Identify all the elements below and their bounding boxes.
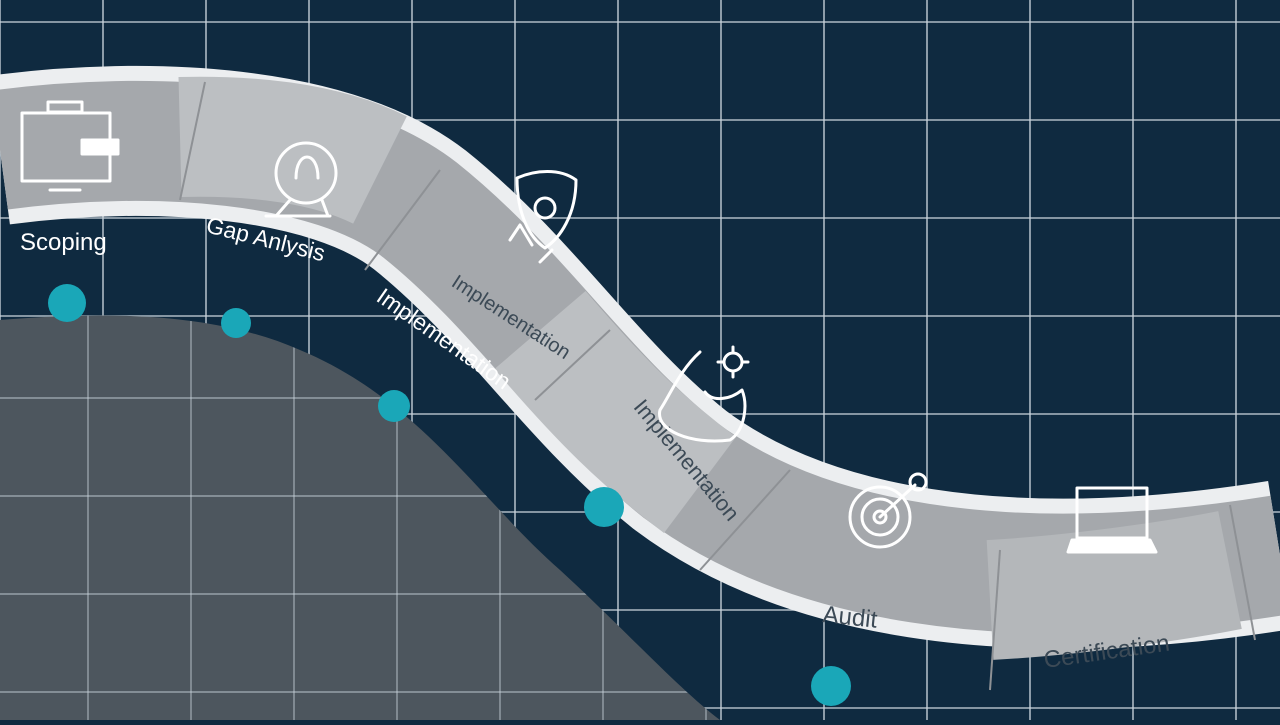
milestone-dot: [221, 308, 251, 338]
milestone-dots: [48, 284, 851, 706]
stage-label-audit: Audit: [821, 601, 879, 634]
gear-hand-icon: [658, 345, 750, 443]
target-icon: [848, 472, 928, 549]
laptop-icon: [1066, 486, 1158, 554]
milestone-dot: [811, 666, 851, 706]
shield-icon: [508, 170, 578, 264]
lightbulb-icon: [264, 141, 338, 218]
stage-label-scoping: Scoping: [20, 229, 107, 256]
milestone-dot: [584, 487, 624, 527]
milestone-dot: [48, 284, 86, 322]
monitor-icon: [20, 100, 120, 192]
milestone-dot: [378, 390, 410, 422]
road: [0, 65, 1280, 691]
